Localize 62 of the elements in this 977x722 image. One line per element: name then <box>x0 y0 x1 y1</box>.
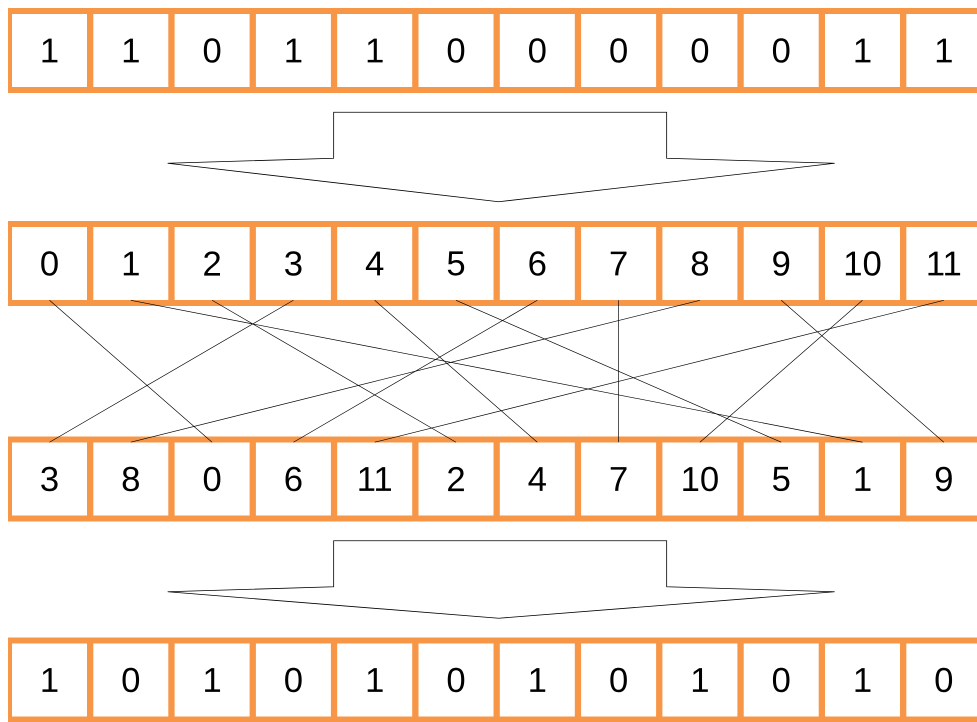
digit-cell: 0 <box>581 644 656 716</box>
digit-cell: 3 <box>12 442 87 516</box>
digit-cell: 7 <box>581 227 656 300</box>
digit-cell: 1 <box>337 644 412 716</box>
connector-line <box>780 300 944 443</box>
connector-line <box>700 300 863 443</box>
digit-cell: 1 <box>337 14 412 87</box>
block-arrow <box>167 112 836 202</box>
digit-cell: 1 <box>825 14 900 87</box>
digit-cell: 0 <box>174 14 250 87</box>
digit-cell: 0 <box>418 644 494 716</box>
digit-cell: 1 <box>256 14 331 87</box>
digit-cell: 8 <box>662 227 738 300</box>
digit-cell: 9 <box>744 227 819 300</box>
digit-cell: 7 <box>581 442 656 516</box>
digit-cell: 0 <box>581 14 656 87</box>
connector-line <box>212 300 456 443</box>
digit-cell: 1 <box>825 644 900 716</box>
connector-line <box>293 300 538 443</box>
block-arrow <box>167 540 836 619</box>
connector-line <box>618 300 619 443</box>
digit-cell: 0 <box>256 644 331 716</box>
digit-cell: 1 <box>93 14 168 87</box>
digit-cell: 6 <box>256 442 331 516</box>
digit-cell: 3 <box>256 227 331 300</box>
connector-line <box>374 300 538 443</box>
digit-cell: 5 <box>418 227 494 300</box>
digit-cell: 10 <box>825 227 900 300</box>
connector-line <box>456 300 782 443</box>
digit-cell: 1 <box>500 644 575 716</box>
digit-cell: 0 <box>174 442 250 516</box>
connector-line <box>49 300 294 443</box>
connector-line <box>130 300 863 443</box>
digit-cell: 0 <box>906 644 977 716</box>
digit-cell: 1 <box>174 644 250 716</box>
digit-cell: 0 <box>744 14 819 87</box>
digit-cell: 2 <box>418 442 494 516</box>
digit-cell: 6 <box>500 227 575 300</box>
digit-cell: 1 <box>12 644 87 716</box>
digit-cell: 0 <box>744 644 819 716</box>
digit-cell: 10 <box>662 442 738 516</box>
digit-cell: 11 <box>906 227 977 300</box>
digit-cell: 4 <box>500 442 575 516</box>
digit-cell: 1 <box>93 227 168 300</box>
digit-cell: 0 <box>662 14 738 87</box>
digit-cell: 9 <box>906 442 977 516</box>
digit-cell: 2 <box>174 227 250 300</box>
digit-cell: 1 <box>12 14 87 87</box>
digit-cell: 0 <box>12 227 87 300</box>
digit-cell: 4 <box>337 227 412 300</box>
digit-cell: 5 <box>744 442 819 516</box>
connector-line <box>374 300 944 443</box>
digit-cell: 1 <box>662 644 738 716</box>
digit-cell: 8 <box>93 442 168 516</box>
connector-line <box>130 300 700 443</box>
digit-cell: 1 <box>825 442 900 516</box>
digit-cell: 11 <box>337 442 412 516</box>
connector-line <box>49 300 212 443</box>
digit-cell: 0 <box>93 644 168 716</box>
digit-cell: 0 <box>500 14 575 87</box>
digit-cell: 1 <box>906 14 977 87</box>
digit-cell: 0 <box>418 14 494 87</box>
